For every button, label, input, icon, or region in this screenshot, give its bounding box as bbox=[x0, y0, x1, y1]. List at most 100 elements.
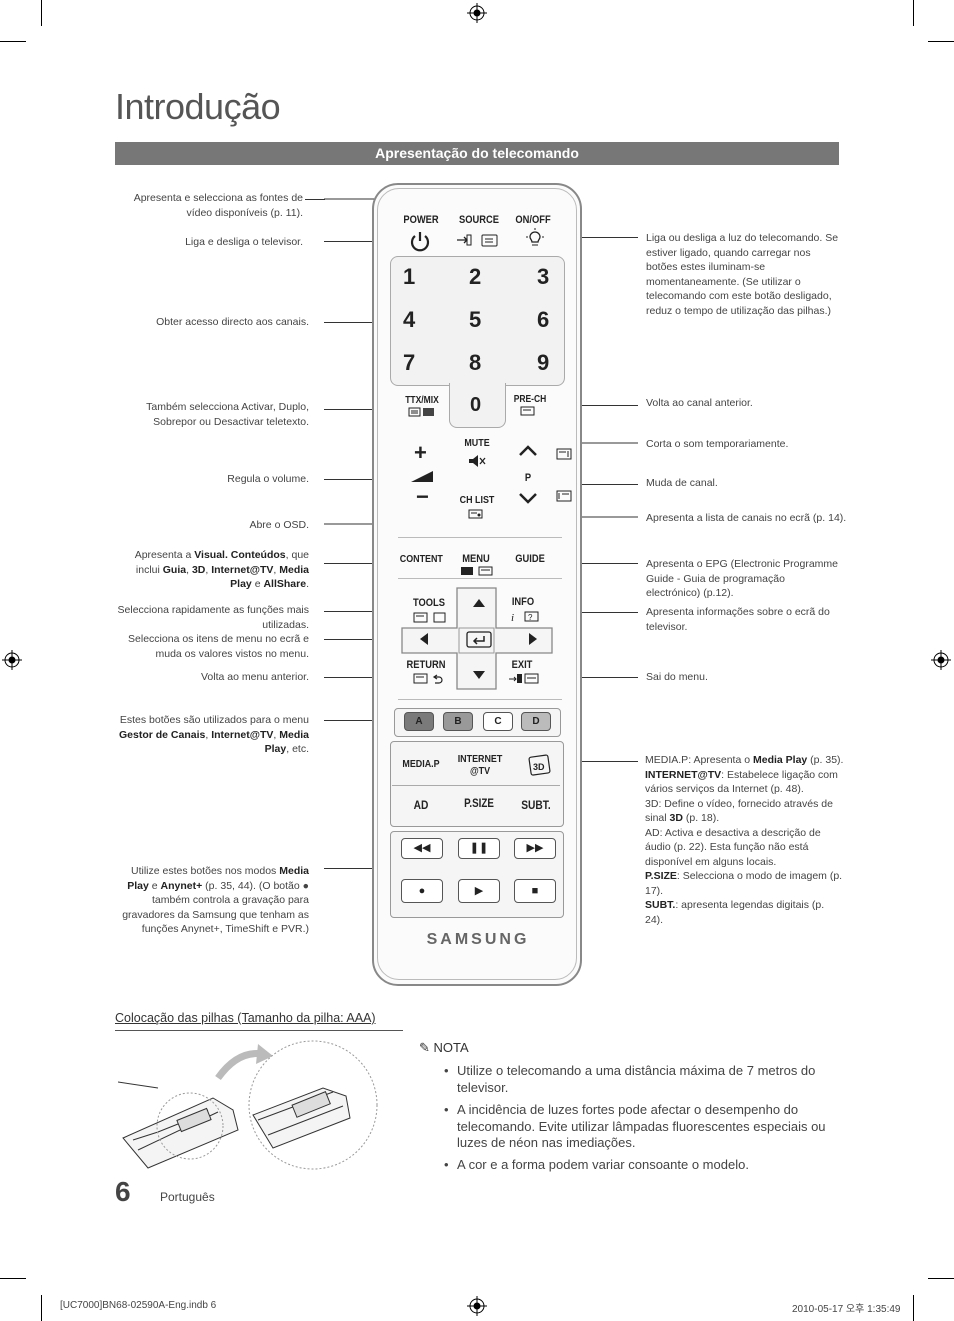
digit-0-button[interactable]: 0 bbox=[470, 394, 482, 416]
digit-3-button[interactable]: 3 bbox=[537, 264, 550, 289]
footer-file: [UC7000]BN68-02590A-Eng.indb 6 bbox=[60, 1300, 217, 1311]
color-button-d[interactable]: D bbox=[521, 712, 551, 731]
leader-line bbox=[324, 611, 406, 612]
mute-button[interactable] bbox=[468, 454, 486, 468]
note-bullet: • bbox=[444, 1102, 449, 1117]
digit-9-button[interactable]: 9 bbox=[537, 350, 550, 375]
annotation-return: Volta ao menu anterior. bbox=[201, 671, 309, 683]
up-arrow-button[interactable] bbox=[472, 598, 486, 608]
leader-line bbox=[324, 409, 401, 410]
leader-line bbox=[562, 761, 638, 762]
tools-label: TOOLS bbox=[412, 597, 446, 609]
crop-mark bbox=[928, 41, 954, 42]
svg-text:3D: 3D bbox=[533, 762, 545, 772]
left-arrow-button[interactable] bbox=[419, 632, 429, 646]
language-label: Português bbox=[160, 1190, 215, 1204]
leader-line bbox=[324, 479, 404, 480]
leader-line bbox=[324, 639, 411, 640]
subt-button[interactable]: SUBT. bbox=[521, 798, 551, 812]
leader-line bbox=[324, 720, 399, 721]
note-item: Utilize o telecomando a uma distância má… bbox=[457, 1063, 816, 1095]
color-button-a[interactable]: A bbox=[404, 712, 434, 731]
digit-2-button[interactable]: 2 bbox=[469, 264, 482, 289]
menu-button[interactable] bbox=[460, 566, 494, 576]
annotation-guide: Apresenta o EPG (Electronic Programme Gu… bbox=[646, 558, 838, 599]
digit-4-button[interactable]: 4 bbox=[403, 307, 416, 332]
volume-down-button[interactable]: − bbox=[416, 484, 429, 509]
zero-key-frame bbox=[449, 383, 506, 428]
ttxmix-button[interactable]: TTX/MIX bbox=[405, 395, 439, 406]
psize-button[interactable]: P.SIZE bbox=[464, 798, 494, 810]
annotation-volume: Regula o volume. bbox=[227, 473, 309, 485]
leader-line bbox=[324, 241, 406, 242]
crop-mark bbox=[913, 1295, 914, 1321]
digit-5-button[interactable]: 5 bbox=[469, 307, 482, 332]
annotation-menu: Abre o OSD. bbox=[249, 519, 309, 531]
exit-button[interactable] bbox=[508, 673, 540, 685]
crop-mark bbox=[41, 1295, 42, 1321]
mute-label: MUTE bbox=[464, 437, 490, 449]
samsung-logo: SAMSUNG bbox=[426, 931, 530, 948]
crop-mark bbox=[41, 0, 42, 26]
enter-button[interactable] bbox=[466, 631, 492, 648]
annotation-numbers: Obter acesso directo aos canais. bbox=[156, 316, 309, 328]
channel-up-button[interactable] bbox=[518, 445, 538, 457]
channel-down-button[interactable] bbox=[518, 492, 538, 504]
registration-mark-icon bbox=[2, 650, 22, 670]
annotation-arrows: Selecciona os itens de menu no ecrã e mu… bbox=[128, 633, 309, 660]
digit-6-button[interactable]: 6 bbox=[537, 307, 550, 332]
power-button[interactable] bbox=[408, 230, 432, 252]
digit-7-button[interactable]: 7 bbox=[403, 350, 416, 375]
annotation-onoff: Liga ou desliga a luz do telecomando. Se… bbox=[646, 232, 839, 317]
media-button-panel bbox=[390, 741, 564, 827]
svg-text:i: i bbox=[511, 612, 514, 623]
pause-button[interactable]: ❚❚ bbox=[458, 838, 500, 859]
tools-button[interactable] bbox=[413, 612, 447, 623]
record-button[interactable]: ● bbox=[401, 879, 443, 903]
color-button-c[interactable]: C bbox=[483, 712, 513, 731]
annotation-mute: Corta o som temporariamente. bbox=[646, 438, 789, 450]
content-button[interactable]: CONTENT bbox=[399, 553, 443, 565]
note-item: A incidência de luzes fortes pode afecta… bbox=[457, 1102, 826, 1150]
onoff-label: ON/OFF bbox=[515, 214, 551, 226]
source-button[interactable] bbox=[455, 232, 501, 248]
digit-8-button[interactable]: 8 bbox=[469, 350, 482, 375]
power-label: POWER bbox=[403, 214, 439, 226]
annotation-playback: Utilize estes botões nos modos Media Pla… bbox=[122, 865, 309, 935]
annotation-ttx: Também selecciona Activar, Duplo, Sobrep… bbox=[146, 401, 309, 428]
registration-mark-icon bbox=[467, 1296, 487, 1316]
volume-up-button[interactable]: + bbox=[414, 440, 427, 465]
internet-tv-button[interactable]: INTERNET@TV bbox=[456, 753, 504, 777]
return-label: RETURN bbox=[406, 659, 446, 671]
crop-mark bbox=[913, 0, 914, 26]
menu-label: MENU bbox=[462, 553, 490, 565]
chlist-button[interactable] bbox=[468, 509, 484, 519]
down-arrow-button[interactable] bbox=[472, 670, 486, 680]
digit-1-button[interactable]: 1 bbox=[403, 264, 416, 289]
rewind-button[interactable]: ◀◀ bbox=[401, 838, 443, 859]
note-icon: ✎ bbox=[419, 1040, 430, 1055]
leader-line bbox=[548, 612, 638, 613]
guide-button[interactable]: GUIDE bbox=[515, 553, 545, 565]
light-onoff-button[interactable] bbox=[524, 228, 546, 250]
divider bbox=[398, 537, 562, 538]
play-button[interactable]: ▶ bbox=[458, 879, 500, 903]
mediap-button[interactable]: MEDIA.P bbox=[402, 758, 440, 770]
leader-line bbox=[324, 322, 399, 323]
ad-button[interactable]: AD bbox=[413, 798, 429, 812]
3d-button[interactable]: 3D bbox=[528, 753, 552, 777]
batteries-heading: Colocação das pilhas (Tamanho da pilha: … bbox=[115, 1011, 376, 1025]
fast-forward-button[interactable]: ▶▶ bbox=[514, 838, 556, 859]
prech-icon bbox=[520, 406, 535, 416]
stop-button[interactable]: ■ bbox=[514, 879, 556, 903]
info-label: INFO bbox=[511, 596, 535, 608]
right-arrow-button[interactable] bbox=[528, 632, 538, 646]
return-button[interactable] bbox=[413, 673, 445, 685]
note-label: NOTA bbox=[433, 1040, 469, 1055]
info-button[interactable]: i? bbox=[510, 611, 540, 623]
page-up-icon bbox=[556, 448, 572, 460]
divider bbox=[398, 578, 562, 579]
leader-line bbox=[541, 484, 638, 485]
prech-button[interactable]: PRE-CH bbox=[513, 394, 547, 405]
color-button-b[interactable]: B bbox=[443, 712, 473, 731]
